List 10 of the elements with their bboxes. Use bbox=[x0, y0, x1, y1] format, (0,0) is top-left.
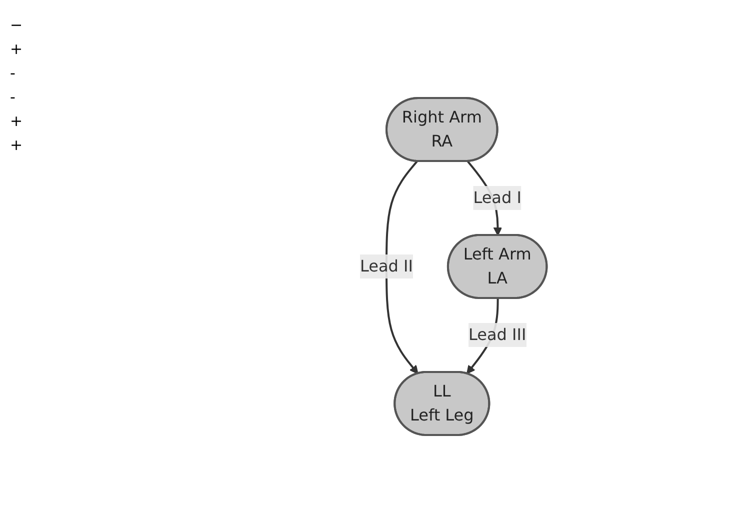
polarity-sign: + bbox=[10, 112, 24, 130]
arrow bbox=[386, 160, 418, 374]
polarity-sign: - bbox=[10, 64, 16, 82]
edge-label: Lead II bbox=[360, 256, 414, 275]
polarity-sign: − bbox=[10, 16, 24, 34]
edge-label: Lead III bbox=[468, 324, 526, 344]
polarity-sign: + bbox=[10, 40, 24, 58]
polarity-sign: - bbox=[10, 88, 16, 106]
edge-label: Lead I bbox=[473, 188, 522, 207]
polarity-sign: + bbox=[10, 136, 24, 154]
